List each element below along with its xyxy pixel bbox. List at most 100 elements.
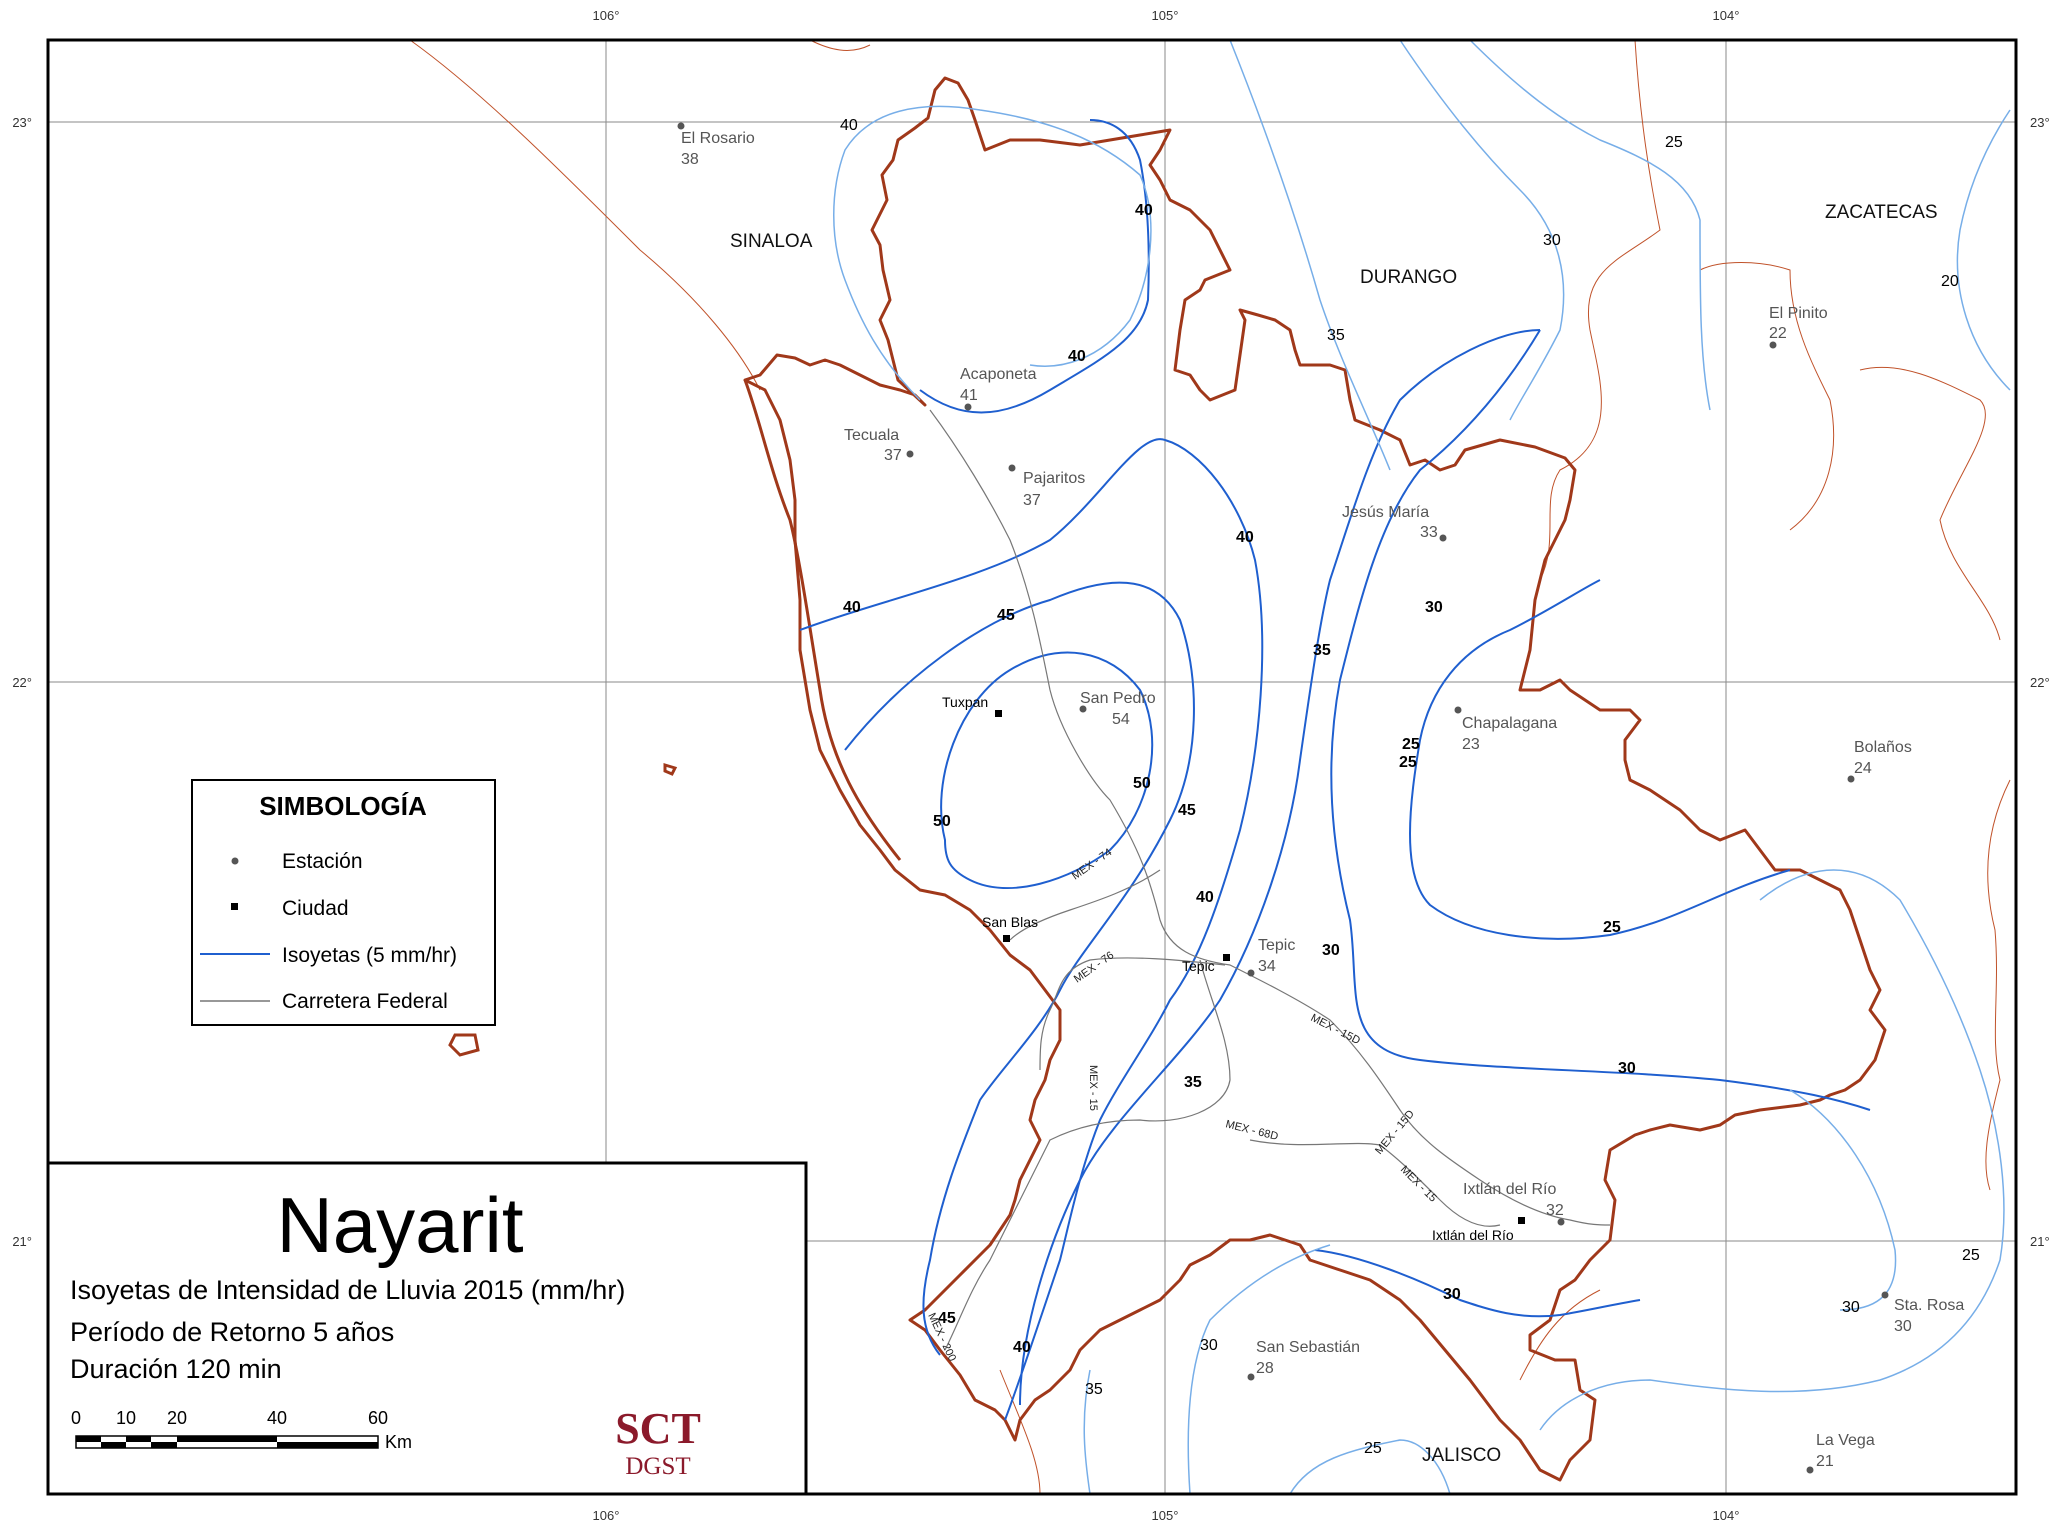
iso-label: 30 (1425, 599, 1443, 616)
svg-text:La Vega: La Vega (1816, 1432, 1875, 1449)
station-acaponeta[interactable]: Acaponeta 41 (960, 366, 1037, 411)
svg-text:Sta. Rosa: Sta. Rosa (1894, 1297, 1964, 1314)
lon-label-top-105: 105° (1152, 8, 1179, 23)
station-bolanos[interactable]: Bolaños 24 (1847, 739, 1912, 783)
svg-text:El Pinito: El Pinito (1769, 305, 1828, 322)
svg-text:33: 33 (1420, 524, 1438, 541)
svg-text:24: 24 (1854, 760, 1872, 777)
iso-label: 40 (1196, 889, 1214, 906)
title-block: Nayarit Isoyetas de Intensidad de Lluvia… (46, 1161, 808, 1496)
lat-label-right-23: 23° (2030, 115, 2050, 130)
svg-text:El Rosario: El Rosario (681, 130, 755, 147)
iso-label: 25 (1399, 754, 1417, 771)
lat-label-right-21: 21° (2030, 1234, 2050, 1249)
svg-text:32: 32 (1546, 1202, 1564, 1219)
legend-item-station: Estación (282, 850, 363, 873)
lat-label-left-21: 21° (12, 1234, 32, 1249)
iso-label: 25 (1364, 1440, 1382, 1457)
svg-text:21: 21 (1816, 1453, 1834, 1470)
road-label-mex-15d-b: MEX - 15D (1373, 1108, 1417, 1157)
subtitle-line-3: Duración 120 min (70, 1354, 282, 1384)
iso-label: 50 (1133, 775, 1151, 792)
state-label-sinaloa: SINALOA (730, 231, 813, 252)
city-san-blas[interactable]: San Blas (982, 914, 1038, 942)
svg-text:41: 41 (960, 387, 978, 404)
nayarit-boundary (743, 76, 1887, 1482)
graticule-labels: 106° 105° 104° 106° 105° 104° 23° 22° 21… (12, 8, 2049, 1523)
isoyeta-labels: 40 40 40 40 45 50 50 45 40 35 30 25 25 3… (840, 117, 1980, 1457)
iso-label: 40 (843, 599, 861, 616)
svg-text:60: 60 (368, 1408, 388, 1428)
map-title: Nayarit (276, 1181, 523, 1269)
svg-text:Tepic: Tepic (1258, 937, 1295, 954)
svg-text:Tecuala: Tecuala (844, 427, 899, 444)
iso-label: 40 (1068, 348, 1086, 365)
logo-dgst: DGST (625, 1453, 690, 1480)
svg-text:10: 10 (116, 1408, 136, 1428)
road-label-mex-15-vert: MEX - 15 (1087, 1065, 1099, 1111)
neighbor-boundaries (409, 39, 2011, 1495)
lat-label-left-23: 23° (12, 115, 32, 130)
iso-label: 35 (1327, 327, 1345, 344)
station-pajaritos[interactable]: Pajaritos 37 (1008, 464, 1086, 510)
roads (929, 409, 1611, 1351)
svg-text:Tuxpan: Tuxpan (942, 694, 988, 710)
svg-text:37: 37 (1023, 492, 1041, 509)
svg-text:28: 28 (1256, 1360, 1274, 1377)
station-san-sebastian[interactable]: San Sebastián 28 (1247, 1339, 1361, 1381)
lon-label-top-104: 104° (1713, 8, 1740, 23)
svg-text:54: 54 (1112, 711, 1130, 728)
svg-text:Jesús María: Jesús María (1342, 504, 1429, 521)
city-tepic[interactable]: Tepic (1182, 954, 1230, 974)
iso-label: 40 (1013, 1339, 1031, 1356)
lon-label-bottom-104: 104° (1713, 1508, 1740, 1523)
svg-text:San Pedro: San Pedro (1080, 690, 1156, 707)
iso-label: 30 (1842, 1299, 1860, 1316)
svg-text:Acaponeta: Acaponeta (960, 366, 1037, 383)
state-label-zacatecas: ZACATECAS (1825, 202, 1938, 223)
svg-text:San Sebastián: San Sebastián (1256, 1339, 1360, 1356)
subtitle-line-2: Período de Retorno 5 años (70, 1317, 394, 1347)
station-jesus-maria[interactable]: Jesús María 33 (1342, 504, 1447, 542)
svg-text:Bolaños: Bolaños (1854, 739, 1912, 756)
scale-bar: 0 10 20 40 60 Km (71, 1408, 412, 1452)
coast-and-islands (448, 379, 902, 1057)
iso-label: 20 (1941, 273, 1959, 290)
state-labels: SINALOA DURANGO ZACATECAS JALISCO (730, 202, 1938, 1466)
svg-text:Pajaritos: Pajaritos (1023, 470, 1085, 487)
legend-item-city: Ciudad (282, 897, 349, 920)
state-label-durango: DURANGO (1360, 267, 1457, 288)
iso-label: 35 (1085, 1381, 1103, 1398)
city-ixtlan-del-rio[interactable]: Ixtlán del Río (1432, 1217, 1525, 1243)
legend-title: SIMBOLOGÍA (259, 791, 427, 821)
city-symbol (231, 903, 238, 910)
svg-text:Tepic: Tepic (1182, 958, 1215, 974)
station-san-pedro[interactable]: San Pedro 54 (1079, 690, 1156, 728)
iso-label: 25 (1603, 919, 1621, 936)
road-label-mex-15: MEX - 15 (1398, 1164, 1439, 1205)
station-el-pinito[interactable]: El Pinito 22 (1769, 305, 1828, 349)
svg-text:Chapalagana: Chapalagana (1462, 715, 1557, 732)
iso-label: 40 (1135, 202, 1153, 219)
iso-label: 30 (1618, 1060, 1636, 1077)
iso-label: 25 (1962, 1247, 1980, 1264)
svg-text:40: 40 (267, 1408, 287, 1428)
station-la-vega[interactable]: La Vega 21 (1806, 1432, 1875, 1474)
legend-item-road: Carretera Federal (282, 990, 448, 1013)
station-symbol (231, 857, 239, 865)
city-tuxpan[interactable]: Tuxpan (942, 694, 1002, 717)
iso-label: 50 (933, 813, 951, 830)
iso-label: 25 (1402, 736, 1420, 753)
road-label-mex-68d: MEX - 68D (1224, 1118, 1279, 1143)
svg-text:22: 22 (1769, 325, 1787, 342)
iso-label: 30 (1443, 1286, 1461, 1303)
legend-box (191, 779, 496, 1026)
